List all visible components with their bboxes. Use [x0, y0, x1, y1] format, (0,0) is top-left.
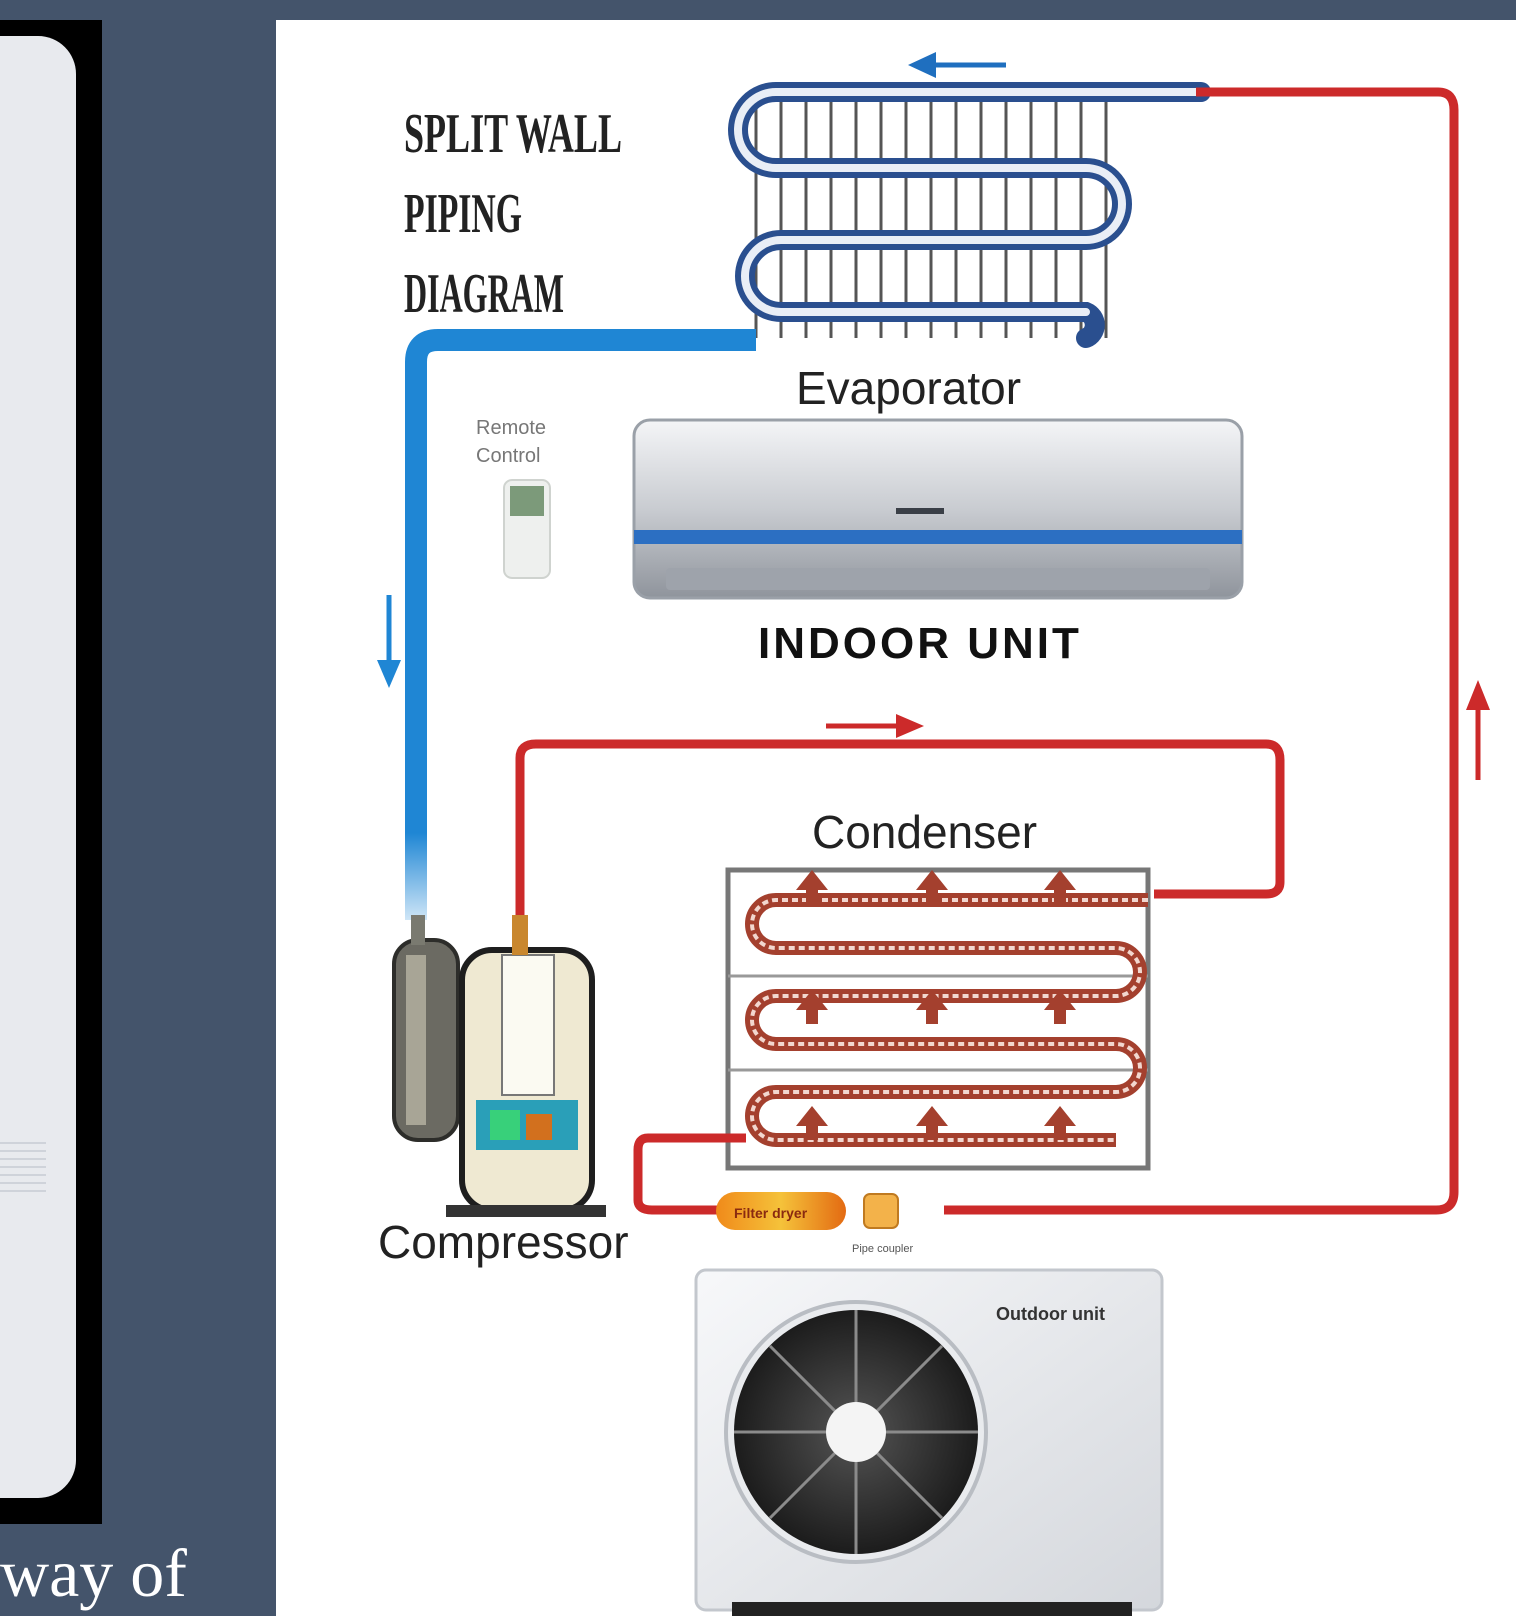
diagram-title: SPLIT WALL PIPING DIAGRAM	[404, 103, 622, 325]
pipe-coupler-label: Pipe coupler	[852, 1243, 913, 1255]
arrow-up-icon	[1466, 680, 1490, 780]
arrow-right-icon	[826, 714, 924, 738]
filter-dryer: Filter dryer Pipe coupler	[716, 1192, 913, 1255]
indoor-unit-label: INDOOR UNIT	[758, 619, 1082, 668]
title-line-3: DIAGRAM	[404, 263, 564, 325]
remote-label-line-1: Remote	[476, 417, 546, 439]
title-line-1: SPLIT WALL	[404, 103, 622, 165]
outdoor-unit: Outdoor unit	[696, 1270, 1162, 1616]
filter-dryer-label: Filter dryer	[734, 1205, 808, 1221]
left-panel-lines	[0, 1136, 46, 1196]
arrow-left-icon	[908, 52, 1006, 78]
compressor-label: Compressor	[378, 1216, 629, 1268]
indoor-unit	[634, 420, 1242, 598]
piping-diagram: SPLIT WALL PIPING DIAGRAM	[276, 20, 1516, 1616]
remote-label-line-2: Control	[476, 445, 540, 467]
evaporator-label: Evaporator	[796, 362, 1021, 414]
compressor	[394, 915, 606, 1217]
title-line-2: PIPING	[404, 183, 522, 245]
condenser-label: Condenser	[812, 806, 1037, 858]
outdoor-unit-label: Outdoor unit	[996, 1304, 1105, 1324]
arrow-down-icon	[377, 595, 401, 688]
left-image-panel	[0, 36, 76, 1498]
left-caption: way of	[0, 1530, 270, 1616]
remote-control: Remote Control	[476, 417, 550, 578]
condenser	[728, 870, 1148, 1168]
diagram-panel: SPLIT WALL PIPING DIAGRAM	[276, 20, 1516, 1616]
